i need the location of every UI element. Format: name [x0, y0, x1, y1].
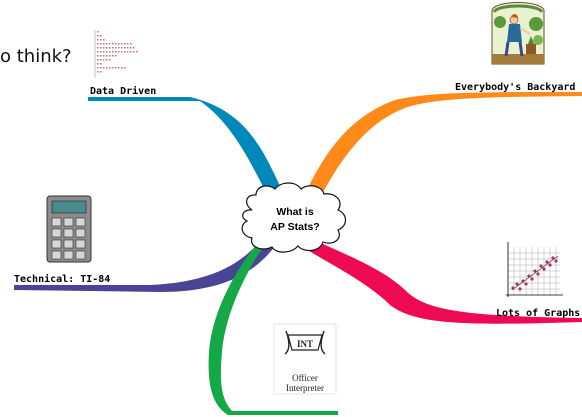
label-interpreter: Interpreter	[286, 383, 324, 393]
label-data-driven: Data Driven	[90, 85, 156, 97]
label-everybodys-backyard: Everybody's Backyard	[455, 82, 575, 93]
calculator-icon	[46, 195, 92, 263]
branch-everybodys-backyard	[300, 92, 582, 205]
label-technical: Technical: TI-84	[14, 273, 110, 285]
stem-and-leaf-plot-icon	[94, 30, 138, 78]
label-officer: Officer	[292, 373, 318, 383]
question-text: o think?	[0, 46, 72, 67]
interpreter-badge-icon: INT Officer Interpreter	[273, 323, 337, 395]
center-topic[interactable]: What is AP Stats?	[241, 182, 347, 253]
center-cloud	[241, 182, 347, 253]
branch-technical	[14, 232, 282, 292]
scatterplot-icon	[506, 242, 563, 297]
label-lots-of-graphs: Lots of Graphs	[496, 308, 580, 319]
branch-officer-interpreter	[208, 238, 338, 415]
branch-lots-of-graphs	[300, 232, 582, 324]
center-line-1: What is	[276, 206, 313, 218]
center-line-2: AP Stats?	[270, 221, 319, 233]
interpreter-logo-text: INT	[297, 339, 313, 349]
gardener-icon	[491, 2, 545, 65]
